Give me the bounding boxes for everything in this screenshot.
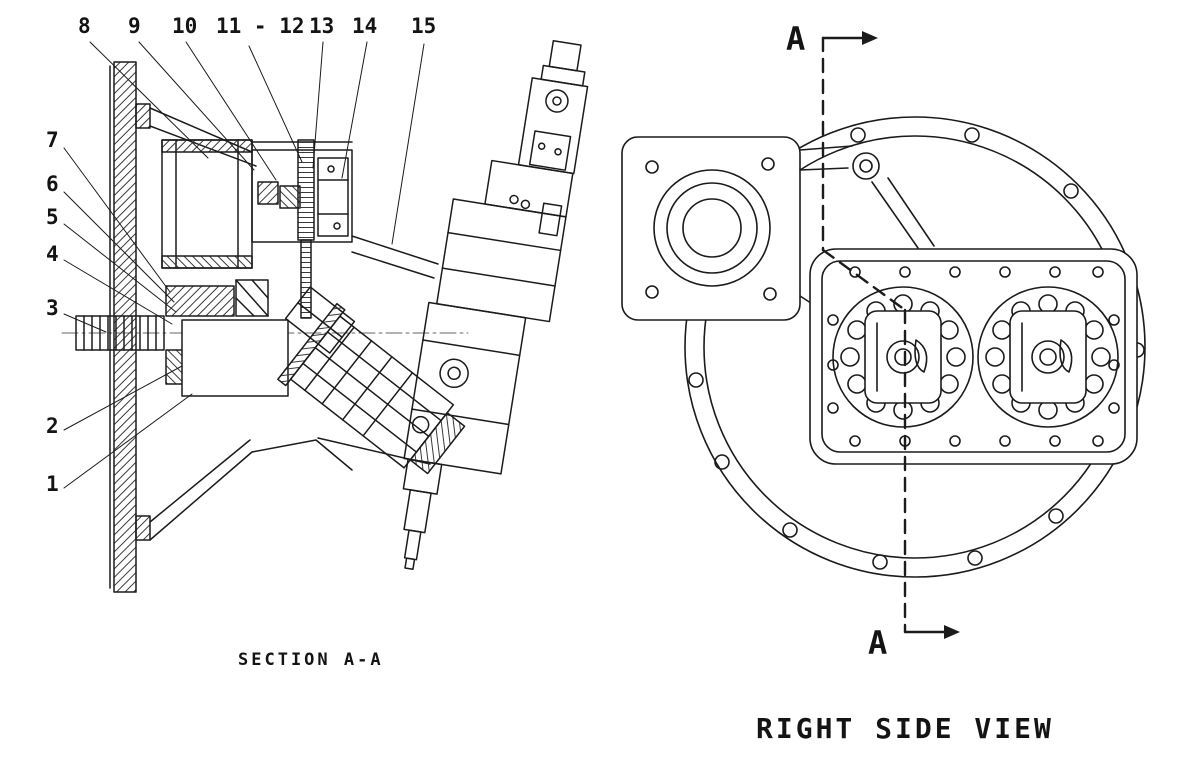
spring-rod [297,139,315,241]
piston-barrel-assembly [277,302,466,475]
callout-6: 6 [46,172,59,196]
bracket-bolt [852,152,880,180]
input-shaft [75,315,165,351]
callout-11-12: 11 - 12 [216,14,305,38]
callout-1: 1 [46,472,59,496]
callout-2: 2 [46,414,59,438]
bevel-gears [284,286,356,354]
bearing-right [977,286,1119,428]
section-caption: SECTION A-A [238,650,384,670]
right-view-title: RIGHT SIDE VIEW [756,712,1054,745]
bearing-right-retainer [1009,310,1087,404]
right-side-view [621,31,1146,639]
section-marker-bottom: A [868,624,888,662]
bearing-left [832,286,974,428]
callout-13: 13 [309,14,335,38]
port-cover-plate [621,136,801,321]
section-marker-top: A [786,20,806,58]
callout-4: 4 [46,242,59,266]
section-arrow-top [862,31,878,45]
callout-15: 15 [411,14,437,38]
spline-teeth [83,315,157,351]
bearing-left-slot [914,339,928,373]
callout-5: 5 [46,205,59,229]
section-line-a [821,31,960,639]
section-a-a-view [61,39,589,593]
bearing-assembly [165,279,289,397]
port-bore [653,169,771,287]
callout-8: 8 [78,14,91,38]
bearing-left-retainer [864,310,942,404]
bearing-right-slot [1059,339,1073,373]
callout-3: 3 [46,296,59,320]
callout-leader-lines [63,41,425,489]
mounting-flange [109,61,151,593]
callout-10: 10 [172,14,198,38]
control-valve-assembly [402,39,589,571]
callout-7: 7 [46,128,59,152]
section-arrow-bottom [944,625,960,639]
callout-14: 14 [352,14,378,38]
callout-9: 9 [128,14,141,38]
